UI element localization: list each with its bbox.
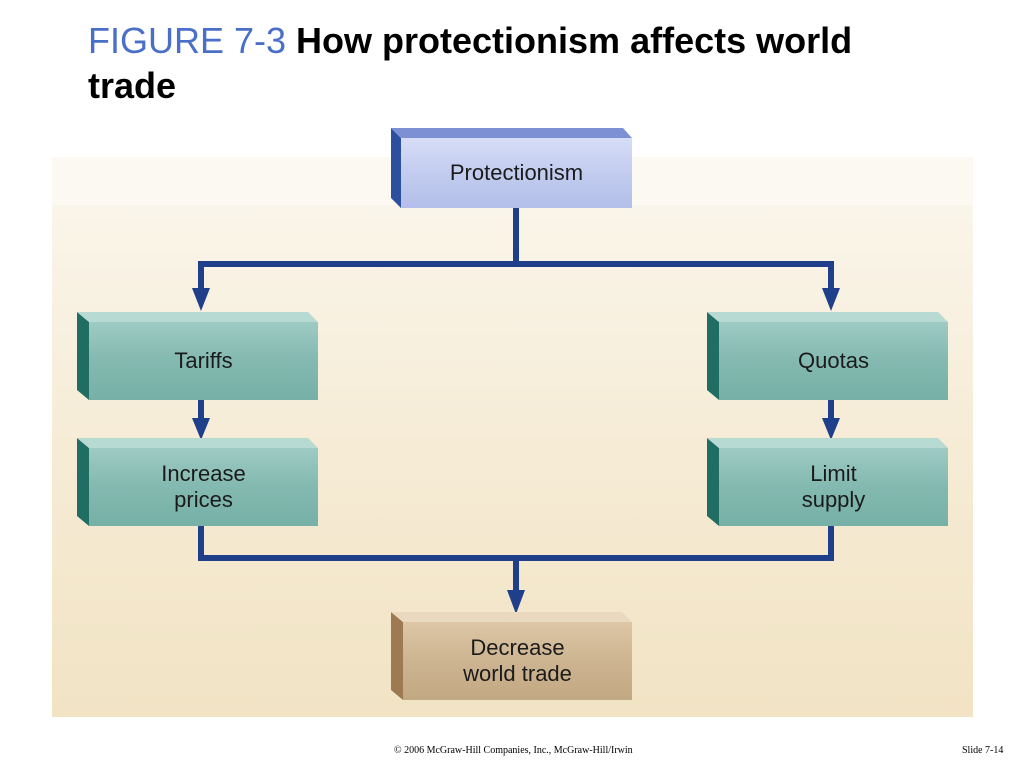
arrowhead-to-decrease-trade bbox=[507, 590, 525, 614]
protectionism-box bbox=[391, 128, 632, 208]
increase-prices-label: Increase prices bbox=[161, 461, 246, 512]
figure-number: FIGURE 7-3 bbox=[88, 20, 287, 61]
quotas-box bbox=[707, 312, 948, 400]
arrowhead-to-limit-supply bbox=[822, 418, 840, 440]
increase-prices-box bbox=[77, 438, 318, 526]
arrowheads bbox=[192, 288, 840, 614]
decrease-world-trade-box bbox=[391, 612, 632, 700]
copyright-footer: © 2006 McGraw-Hill Companies, Inc., McGr… bbox=[394, 745, 633, 756]
slide-number: Slide 7-14 bbox=[962, 745, 1004, 756]
limit-supply-box bbox=[707, 438, 948, 526]
decrease-world-trade-label: Decrease world trade bbox=[463, 635, 572, 686]
arrowhead-to-quotas bbox=[822, 288, 840, 311]
tariffs-box bbox=[77, 312, 318, 400]
quotas-label: Quotas bbox=[798, 348, 869, 373]
figure-caption: How protectionism affects world trade bbox=[88, 20, 853, 106]
limit-supply-label: Limit supply bbox=[801, 461, 866, 512]
connector-lines bbox=[198, 208, 834, 598]
arrowhead-to-tariffs bbox=[192, 288, 210, 311]
arrowhead-to-increase-prices bbox=[192, 418, 210, 440]
protectionism-label: Protectionism bbox=[449, 160, 584, 185]
tariffs-label: Tariffs bbox=[174, 348, 233, 373]
